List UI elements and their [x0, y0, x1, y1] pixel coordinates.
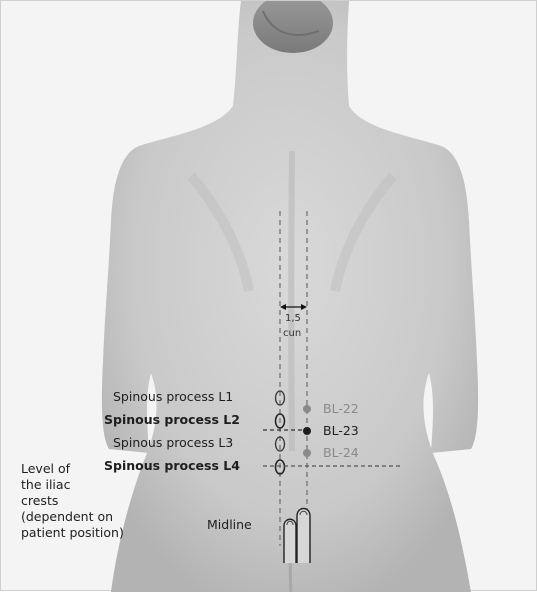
- iliac-line: patient position): [21, 525, 161, 541]
- iliac-line: crests: [21, 493, 161, 509]
- iliac-line: Level of: [21, 461, 161, 477]
- distance-unit: cun: [283, 329, 301, 339]
- spine-groove: [291, 151, 292, 451]
- iliac-line: the iliac: [21, 477, 161, 493]
- acupoint-bl23-label: BL-23: [323, 425, 359, 438]
- distance-value: 1,5: [285, 314, 301, 324]
- iliac-crest-label: Level of the iliac crests (dependent on …: [21, 461, 161, 541]
- spinous-process-l3-label: Spinous process L3: [113, 437, 233, 450]
- acupoint-dot-bl24: [303, 449, 311, 457]
- iliac-line: (dependent on: [21, 509, 161, 525]
- midline-finger: [297, 509, 310, 564]
- spinous-process-l1-label: Spinous process L1: [113, 391, 233, 404]
- midline-label: Midline: [207, 519, 252, 532]
- acupoint-dot-bl22: [303, 405, 311, 413]
- acupoint-bl24-label: BL-24: [323, 447, 359, 460]
- acupoint-dot-bl23: [303, 427, 311, 435]
- midline-finger: [284, 519, 296, 563]
- acupoint-bl22-label: BL-22: [323, 403, 359, 416]
- spinous-process-l2-label: Spinous process L2: [104, 414, 240, 427]
